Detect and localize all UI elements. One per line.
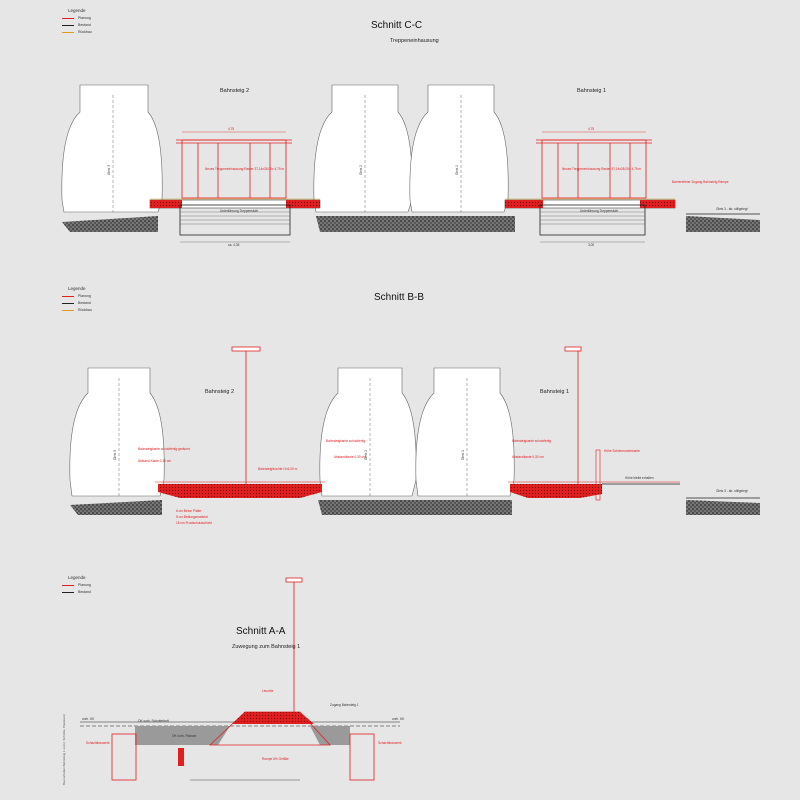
section-bb-title: Schnitt B-B: [374, 292, 425, 303]
note-right: Barrierefreier Zugang Bahnsteig Rampe: [672, 180, 729, 184]
ballast-left: [135, 726, 230, 745]
gravel-bed: [62, 216, 158, 232]
section-cc-drawing: Bahnsteig 2 Bahnsteig 1 Gleis 3 Gleis 2 …: [61, 84, 760, 247]
platform-1-edge-new: [505, 200, 543, 208]
stair-housing-left: [176, 131, 292, 199]
section-cc-subtitle: Treppeneinhausung: [390, 38, 439, 44]
platform-edge-left: ca. 4,35: [228, 243, 240, 247]
dim-right: Abstandkante 0,30 cm: [512, 455, 544, 459]
track-1-label: Gleis 1: [461, 450, 465, 460]
track-2-label: Gleis 2: [364, 450, 368, 460]
shaft-right-note: Schachtbauwerk: [378, 741, 402, 745]
far-track-label: Gleis 3 - ab- stillgelegt: [716, 489, 748, 493]
drain: [178, 748, 184, 766]
right-label: vorh. KK: [392, 717, 405, 721]
train-gleis-3: [61, 84, 163, 213]
platform-1-new: [510, 484, 602, 498]
shaft-left-note: Schachtbauwerk: [86, 741, 110, 745]
track-3-label: Gleis 3: [107, 165, 111, 175]
section-bb-drawing: Bahnsteig 2 Bahnsteig 1 Gleis 3 Gleis 2 …: [69, 346, 760, 525]
layer-1: 6 cm Beton Platte: [176, 509, 201, 513]
dim-right: 4,75: [588, 127, 594, 131]
lamp-post-left: [231, 346, 261, 484]
legend-title: Legende: [68, 575, 86, 580]
train-gleis-3: [69, 367, 165, 497]
shaft-right: [349, 733, 375, 781]
note-mid: Bahnsteigkante schutzfertig: [326, 439, 365, 443]
lamp-note: Bahnsteigleuchte H=6,00 m: [258, 467, 298, 471]
access-note: Zugang Bahnsteig 1: [330, 703, 359, 707]
stair-note-right: Unterführung Treppenstufe: [580, 209, 618, 213]
section-cc-title: Schnitt C-C: [371, 20, 423, 31]
section-aa-drawing: vorh. KK vorh. KK OK vorh. Schotterbett …: [80, 577, 405, 781]
platform-edge-right: 3,00: [588, 243, 594, 247]
track-3-label: Gleis 3: [113, 450, 117, 460]
gravel-bed: [70, 500, 162, 515]
fence-post: [595, 449, 601, 501]
stair-note-left: Unterführung Treppenstufe: [220, 209, 258, 213]
ballast-right: [310, 726, 350, 745]
ramp-note: Rampe 6% Gefälle: [262, 757, 289, 761]
platform-1-label: Bahnsteig 1: [540, 389, 569, 395]
far-track-label: Gleis 3 - ab- stillgelegt: [716, 207, 748, 211]
ok-label: OK vorh. Schotterbett: [138, 719, 169, 723]
dim-mid: Abstandkante 0,30 cm: [334, 455, 366, 459]
train-gleis-1: [409, 84, 509, 213]
train-gleis-2: [319, 367, 417, 497]
access-ramp-surface: [232, 712, 314, 724]
platform-2-edge-new: [150, 200, 182, 208]
lamp-post-right: [564, 346, 582, 484]
legend-title: Legende: [68, 286, 86, 291]
note-right: Bahnsteigkante schutzfertig: [512, 439, 551, 443]
track-2-label: Gleis 2: [359, 165, 363, 175]
platform-1-edge-new: [640, 200, 675, 208]
fence-note: Höhe bleibt erhalten: [625, 476, 654, 480]
layer-2: 5 cm Bettungsmaterial: [176, 515, 208, 519]
gravel-bed: [316, 216, 515, 232]
left-label: vorh. KK: [82, 717, 95, 721]
platform-2-label: Bahnsteig 2: [220, 88, 249, 94]
gravel-bed: [686, 500, 760, 515]
note-left: Bahnsteigkante schutzfertig geräumt: [138, 447, 190, 451]
housing-note-left: Neues Treppeneinhausung Raster 37,14x28,…: [205, 167, 285, 171]
platform-2-edge-new: [286, 200, 320, 208]
platform-1-label: Bahnsteig 1: [577, 88, 606, 94]
legend-title: Legende: [68, 8, 86, 13]
train-gleis-1: [415, 367, 515, 497]
layer-3: 18 cm Frostschutzschicht: [176, 521, 212, 525]
platform-2-new: [158, 484, 322, 498]
dim-left: Abstand Kante 0,30 cm: [138, 459, 171, 463]
track-1-label: Gleis 1: [455, 165, 459, 175]
platform-2-label: Bahnsteig 2: [205, 389, 234, 395]
lamp-note: Leuchte: [262, 689, 274, 693]
housing-note-right: Neues Treppeneinhausung Raster 37,14x28,…: [562, 167, 642, 171]
section-aa-title: Schnitt A-A: [236, 626, 286, 637]
lamp-post-aa: [285, 577, 303, 712]
gravel-bed: [686, 216, 760, 232]
stair-housing-right: [536, 131, 652, 199]
dim-left: 4,75: [228, 127, 234, 131]
planum-label: OK vorh. Planum: [172, 734, 197, 738]
height-note: Höhe Schienenoberkante: [604, 449, 640, 453]
train-gleis-2: [313, 84, 413, 213]
shaft-left: [111, 733, 137, 781]
section-aa-subtitle: Zuwegung zum Bahnsteig 1: [232, 644, 301, 650]
gravel-bed: [318, 500, 512, 515]
